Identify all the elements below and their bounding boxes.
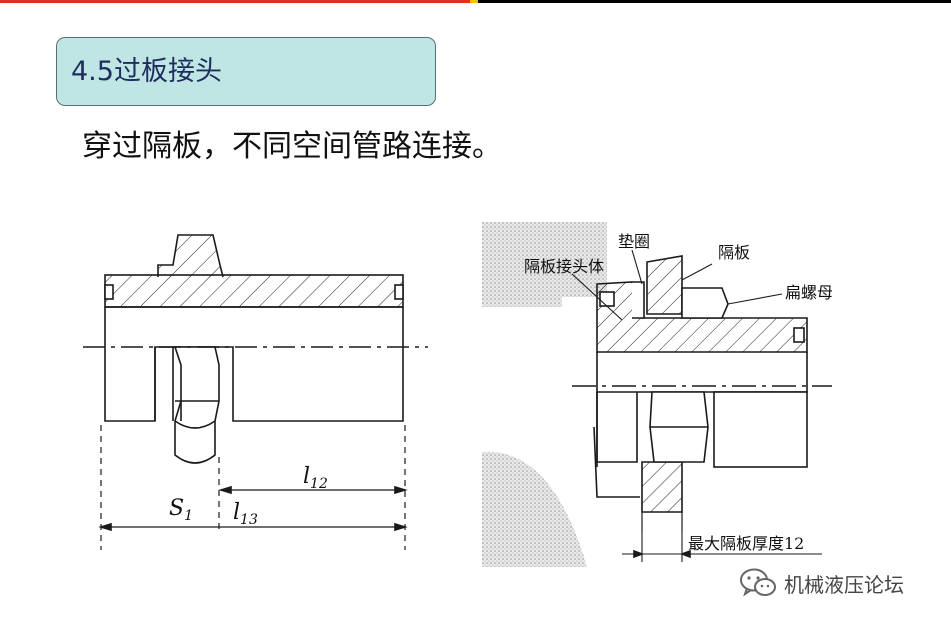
top-rule-red bbox=[0, 0, 470, 3]
dim-s1-label: S1 bbox=[169, 496, 193, 524]
title-box: 4.5过板接头 bbox=[56, 37, 436, 106]
left-fitting-drawing: S1 l12 l13 bbox=[83, 234, 428, 550]
bulkhead-label: 隔板 bbox=[718, 243, 750, 262]
right-bulkhead-drawing: 垫圈 隔板 隔板接头体 扁螺母 最大隔板厚度12 bbox=[482, 222, 832, 567]
top-rule bbox=[0, 0, 951, 3]
flat-nut-label: 扁螺母 bbox=[785, 283, 832, 302]
top-rule-yellow bbox=[470, 0, 478, 3]
dim-l13-label: l13 bbox=[233, 500, 258, 528]
wechat-icon bbox=[740, 568, 776, 597]
max-thickness-label: 最大隔板厚度12 bbox=[688, 534, 804, 553]
description-text: 穿过隔板，不同空间管路连接。 bbox=[82, 129, 502, 164]
gasket-label: 垫圈 bbox=[618, 232, 650, 251]
dim-l12-label: l12 bbox=[303, 464, 328, 492]
connector-body-label: 隔板接头体 bbox=[524, 257, 604, 276]
watermark: 机械液压论坛 bbox=[738, 563, 904, 603]
page-title: 4.5过板接头 bbox=[71, 56, 222, 87]
watermark-text: 机械液压论坛 bbox=[784, 572, 904, 597]
